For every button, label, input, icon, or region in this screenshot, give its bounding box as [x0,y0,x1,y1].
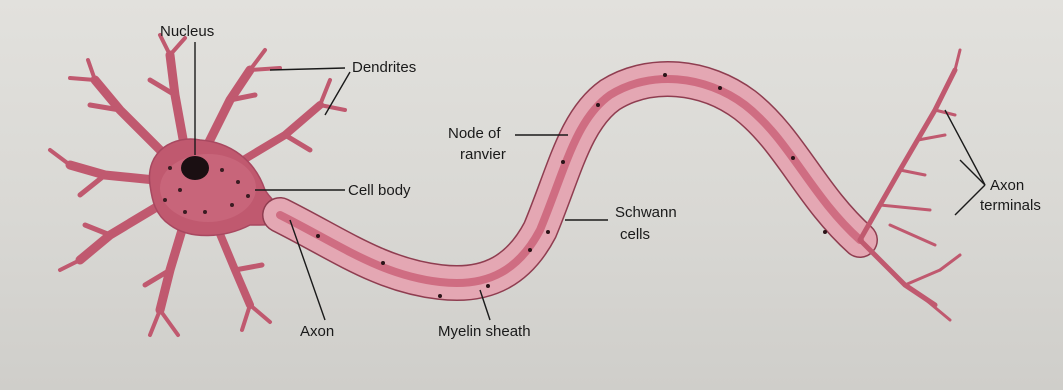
labels: Nucleus Dendrites Cell body Axon Node of… [160,23,1041,340]
axon-terminals [860,50,960,320]
nucleus [181,156,209,180]
label-axon-terminals-line2: terminals [980,197,1041,214]
label-node-of-ranvier-line2: ranvier [460,146,506,163]
label-schwann-line2: cells [620,226,650,243]
label-dendrites: Dendrites [352,59,416,76]
label-axon-terminals-line1: Axon [990,177,1024,194]
label-cell-body: Cell body [348,182,411,199]
label-myelin-sheath: Myelin sheath [438,323,531,340]
leader-lines [195,42,985,320]
label-axon: Axon [300,323,334,340]
label-node-of-ranvier-line1: Node of [448,125,501,142]
label-schwann-line1: Schwann [615,204,677,221]
label-nucleus: Nucleus [160,23,214,40]
